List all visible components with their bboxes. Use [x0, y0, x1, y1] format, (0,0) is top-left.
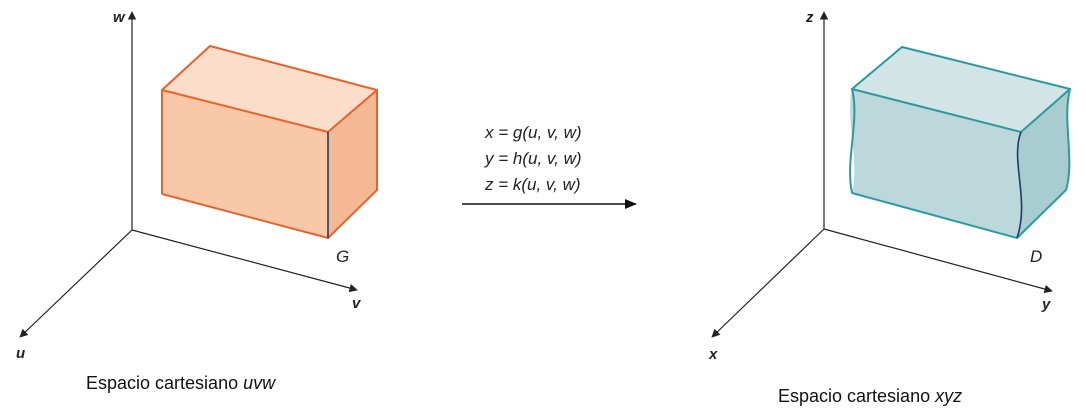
region-d-solid	[849, 45, 1072, 240]
x-axis	[711, 228, 825, 338]
z-axis-label: z	[805, 9, 814, 26]
xyz-caption-vars: xyz	[935, 386, 963, 406]
u-axis	[19, 229, 133, 338]
u-axis-label: u	[16, 345, 25, 362]
uvw-caption-vars: uvw	[243, 373, 276, 393]
xyz-caption: Espacio cartesiano xyz	[778, 386, 962, 407]
region-g-box	[161, 44, 378, 240]
region-d-label: D	[1030, 247, 1042, 266]
box-g-front-face	[162, 90, 328, 238]
x-axis-label: x	[708, 346, 718, 363]
solid-d-side-face	[1017, 89, 1070, 238]
w-axis-label: w	[113, 9, 126, 26]
y-axis-label: y	[1041, 296, 1051, 313]
uvw-caption-text: Espacio cartesiano	[86, 373, 244, 393]
v-axis-label: v	[352, 295, 362, 312]
equation-z: z = k(u, v, w)	[484, 175, 581, 194]
transformation: x = g(u, v, w) y = h(u, v, w) z = k(u, v…	[462, 123, 637, 209]
xyz-caption-text: Espacio cartesiano	[778, 386, 936, 406]
equation-x: x = g(u, v, w)	[484, 123, 582, 142]
v-axis	[131, 229, 358, 293]
solid-d-front-face	[850, 89, 1022, 238]
uvw-space: w v u G	[16, 9, 378, 362]
box-g-top-face	[162, 46, 377, 132]
region-g-label: G	[336, 247, 349, 266]
xyz-space: z y x D	[708, 9, 1072, 363]
solid-d-front-vertical-edge	[1016, 131, 1023, 239]
y-axis	[823, 228, 1053, 294]
equation-y: y = h(u, v, w)	[484, 149, 582, 168]
uvw-caption: Espacio cartesiano uvw	[86, 373, 275, 394]
uvw-axes	[19, 11, 358, 338]
xyz-axes	[711, 11, 1053, 338]
solid-d-top-face	[852, 47, 1070, 132]
